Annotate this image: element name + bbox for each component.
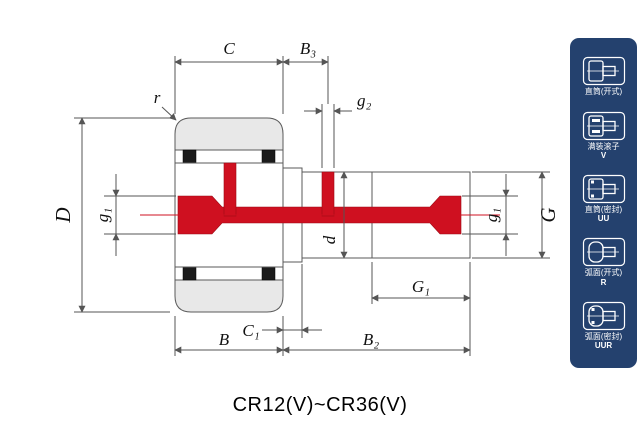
model-range-caption: CR12(V)~CR36(V) <box>232 394 408 416</box>
sidebar-item-label: 直筒(开式) <box>584 86 623 96</box>
sidebar-item-crowned-open[interactable]: 弧面(开式) R <box>582 237 626 287</box>
sidebar-item-full-complement[interactable]: 满装滚子 V <box>582 111 626 161</box>
crowned-sealed-bearing-icon <box>582 301 625 330</box>
sidebar-item-label: 弧面(密封) <box>584 331 623 341</box>
bearing-type-sidebar: 直筒(开式) 满装滚子 V 直筒(密封) UU <box>570 38 637 368</box>
seal-bottom-right <box>261 266 276 281</box>
dim-G1 <box>371 262 471 356</box>
sidebar-item-sub: R <box>600 277 607 287</box>
crowned-open-bearing-icon <box>582 238 625 267</box>
dim-label-g1-left: g₁ <box>93 208 112 222</box>
outer-ring-bottom <box>174 279 284 313</box>
sidebar-item-sub: UU <box>597 214 610 224</box>
dim-C <box>174 56 284 114</box>
radial-oil-hole-g2 <box>321 171 335 217</box>
sidebar-item-label: 满装滚子 <box>587 141 620 151</box>
dim-label-d: d <box>320 235 339 244</box>
dim-label-B2: B₂ <box>363 330 379 349</box>
sidebar-item-sub: V <box>600 150 607 160</box>
seal-bottom-left <box>182 266 197 281</box>
dim-g1-right <box>462 174 518 256</box>
dim-D <box>74 117 170 313</box>
seal-top-left <box>182 149 197 164</box>
dim-label-g1-right: g₁ <box>482 208 501 222</box>
sidebar-item-straight-open[interactable]: 直筒(开式) <box>582 56 626 97</box>
seal-top-right <box>261 149 276 164</box>
straight-open-bearing-icon <box>582 56 625 85</box>
dim-label-B: B <box>219 330 230 349</box>
dim-label-B3: B₃ <box>300 39 316 58</box>
full-complement-bearing-icon <box>582 111 625 140</box>
dim-C1 <box>262 264 322 338</box>
outer-ring-top <box>174 117 284 151</box>
dim-label-D: D <box>51 207 75 223</box>
sidebar-item-label: 直筒(密封) <box>584 205 623 215</box>
dim-label-g2: g₂ <box>357 91 372 110</box>
dim-label-r: r <box>154 88 161 107</box>
dim-g1-left <box>104 174 176 256</box>
sidebar-item-straight-sealed[interactable]: 直筒(密封) UU <box>582 174 626 224</box>
dim-G <box>472 171 550 259</box>
cam-follower-section <box>140 117 500 313</box>
sidebar-item-sub: UUR <box>594 340 613 350</box>
dim-label-G1: G₁ <box>412 277 430 296</box>
dim-g2 <box>304 104 352 168</box>
sidebar-item-label: 弧面(开式) <box>584 268 623 278</box>
dim-label-C1: C₁ <box>242 321 259 340</box>
dim-r <box>161 106 177 121</box>
dim-label-G: G <box>536 207 560 222</box>
sidebar-item-crowned-sealed[interactable]: 弧面(密封) UUR <box>582 301 626 351</box>
dim-label-C: C <box>223 39 235 58</box>
dim-B3 <box>282 56 329 104</box>
straight-sealed-bearing-icon <box>582 174 625 204</box>
radial-oil-hole-left <box>223 162 237 217</box>
